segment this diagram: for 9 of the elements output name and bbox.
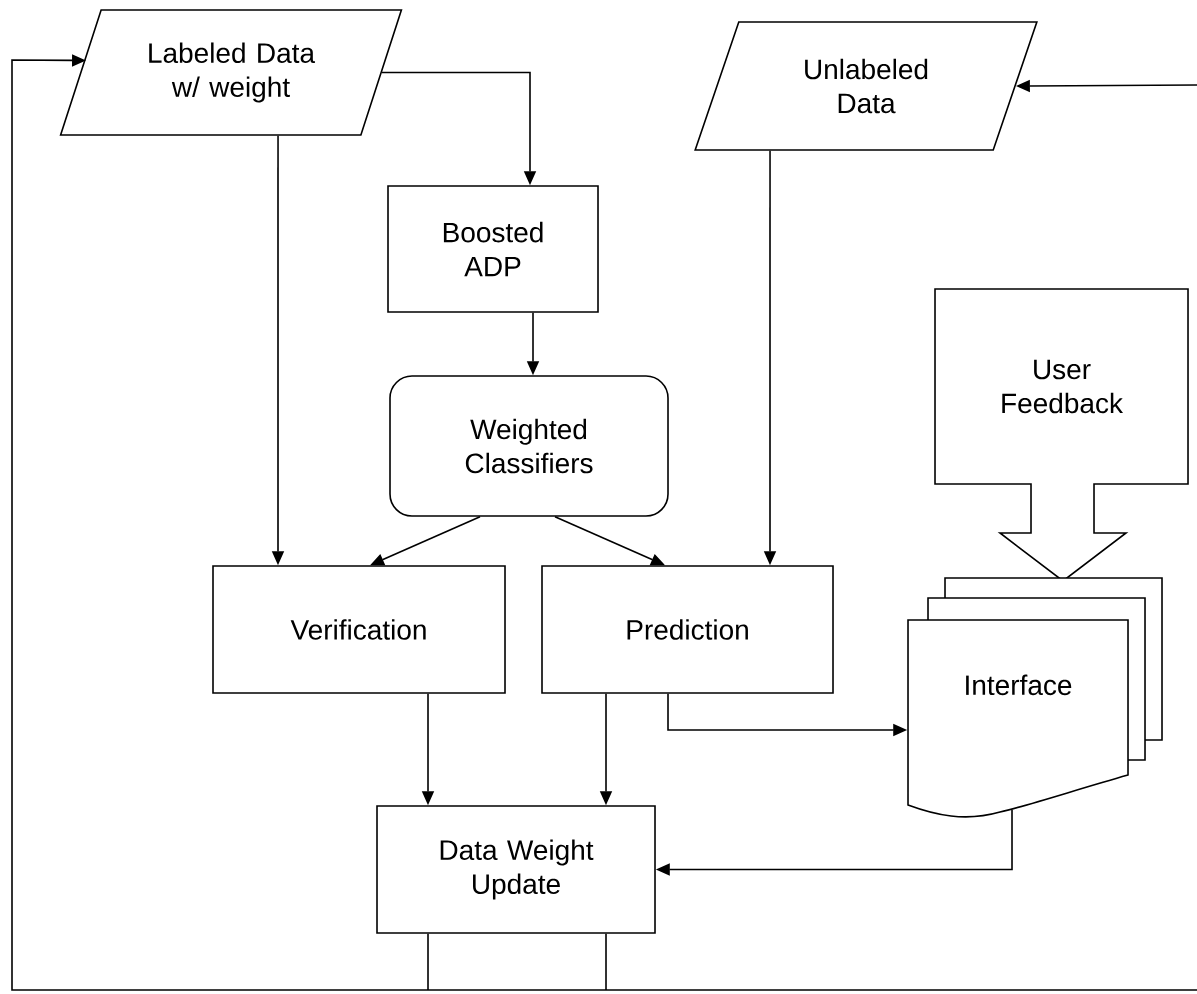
process-box: Boosted ADP: [387, 185, 599, 313]
data-parallelogram: Labeled Data w/ weight: [59, 9, 403, 136]
process-box: Verification: [212, 565, 506, 694]
process-box: Data Weight Update: [376, 805, 656, 934]
data-parallelogram: Unlabeled Data: [694, 21, 1038, 151]
process-box: Prediction: [541, 565, 834, 694]
arrow: [11, 54, 1197, 991]
rounded-box: Weighted Classifiers: [389, 375, 669, 517]
document-stack: Interface: [907, 577, 1163, 818]
